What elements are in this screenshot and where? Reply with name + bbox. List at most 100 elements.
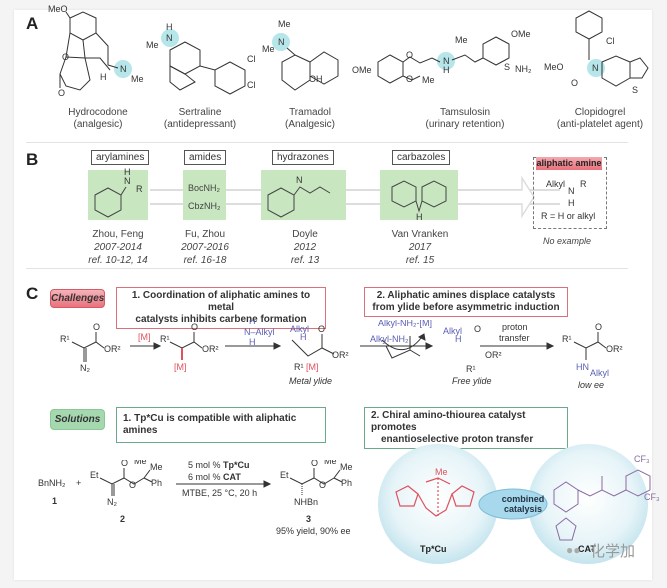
atom-label: Et	[280, 470, 289, 480]
divider-a-b	[26, 142, 628, 143]
sertraline-structure	[161, 29, 246, 95]
atom-label: Me	[455, 35, 468, 45]
class-tag-hydrazones: hydrazones	[272, 150, 334, 165]
panel-a-label: A	[26, 14, 39, 33]
divider-b-c	[26, 268, 628, 269]
atom-label: O	[311, 460, 318, 468]
ref-authors: Doyle	[292, 229, 318, 240]
drug-use: (anti-platelet agent)	[556, 119, 644, 130]
atom-label: H	[455, 334, 462, 344]
drug-use: (Analgesic)	[284, 119, 336, 130]
atom-label: H	[249, 337, 256, 347]
atom-label: Cl	[247, 80, 256, 90]
atom-label: N	[296, 175, 303, 185]
atom-label: MeO	[48, 4, 68, 14]
atom-label: Me	[340, 462, 353, 472]
drug-name: Hydrocodone	[68, 107, 128, 118]
drug-caption-hydrocodone: Hydrocodone (analgesic)	[58, 107, 138, 131]
atom-label: NH₂	[515, 64, 532, 74]
atom-label: O	[571, 78, 578, 88]
carbazole-ring-right	[421, 180, 447, 208]
ref-hydrazones: Doyle 2012 ref. 13	[275, 228, 335, 267]
panel-b-structures: N H R N H	[94, 167, 447, 222]
reagent-bocnh2: BocNH₂	[188, 183, 221, 193]
r-definition: R = H or alkyl	[541, 211, 596, 221]
atom-label: R¹	[160, 334, 170, 344]
atom-label: MeO	[544, 62, 564, 72]
clopidogrel-structure	[575, 10, 649, 87]
model-reaction: BnNH₂ 1 + Et O O Me Me Ph N₂ 2 5 mol % T…	[38, 460, 353, 536]
metal-ylide-label: Metal ylide	[289, 376, 332, 386]
atom-label: Me	[146, 40, 159, 50]
catalyst-illustration: Me CF₃ CF₃	[378, 444, 660, 564]
panel-c-label: C	[26, 284, 39, 303]
atom-label: Me	[422, 75, 435, 85]
arylamine-ring	[94, 187, 122, 218]
reagent-1: BnNH₂	[38, 478, 66, 488]
solution-2-box: 2. Chiral amino-thiourea catalyst promot…	[364, 407, 568, 449]
atom-label: O	[129, 480, 136, 490]
solution-2-line: enantioselective proton transfer	[381, 434, 534, 445]
atom-label: O	[318, 324, 325, 334]
atom-label: OMe	[511, 29, 531, 39]
atom-label: S	[504, 62, 510, 72]
free-ylide-label: Free ylide	[452, 376, 492, 386]
solution-1-line: 1. Tp*Cu is compatible with aliphatic am…	[123, 413, 297, 436]
catalyst-cat-label: CAT	[223, 472, 241, 482]
atom-label: H	[416, 212, 423, 222]
cat-label: CAT	[578, 544, 596, 554]
drug-caption-tamsulosin: Tamsulosin (urinary retention)	[415, 107, 515, 131]
atom-label: Me	[278, 19, 291, 29]
challenge-1-line: 1. Coordination of aliphatic amines to m…	[131, 290, 311, 313]
ref-authors: Fu, Zhou	[184, 229, 226, 240]
ref-number: ref. 15	[405, 255, 435, 266]
atom-label: H	[249, 320, 256, 326]
atom-label: Ph	[341, 478, 352, 488]
drug-use: (antidepressant)	[163, 119, 237, 130]
amine-reagent: N–Alkyl	[244, 327, 275, 337]
atom-label: OH	[309, 74, 323, 84]
reagent-cbznh2: CbzNH₂	[188, 201, 221, 211]
ref-number: ref. 13	[290, 255, 320, 266]
hydrazone-box	[261, 170, 346, 220]
ref-authors: Zhou, Feng	[92, 229, 144, 240]
ref-years: 2007-2016	[181, 242, 229, 253]
ref-carbazoles: Van Vranken 2017 ref. 15	[385, 228, 455, 267]
combined-line: combined	[501, 494, 545, 504]
ref-amides: Fu, Zhou 2007-2016 ref. 16-18	[170, 228, 240, 267]
hydrocodone-structure	[59, 11, 132, 91]
watermark-text: 化学加	[590, 543, 636, 560]
hydrazone-ring	[267, 187, 295, 218]
atom-label: OMe	[352, 65, 372, 75]
metal-label: [M]	[138, 332, 151, 342]
atom-label: H	[300, 332, 307, 342]
atom-label: Me	[150, 462, 163, 472]
atom-label: OR²	[104, 344, 121, 354]
atom-label: R¹	[294, 362, 304, 372]
atom-label: H	[443, 65, 450, 75]
atom-label: Alkyl	[443, 326, 462, 336]
ref-number: ref. 16-18	[183, 255, 227, 266]
atom-label: Et	[90, 470, 99, 480]
class-tag-carbazoles: carbazoles	[392, 150, 451, 165]
challenge-2-line: 2. Aliphatic amines displace catalysts	[376, 290, 556, 301]
combined-line: catalysis	[503, 504, 543, 514]
metal-label: [M]	[174, 362, 187, 372]
atom-label: R¹	[466, 364, 476, 374]
drug-name: Clopidogrel	[574, 107, 626, 118]
svg-text:6 mol % CAT: 6 mol % CAT	[188, 472, 241, 482]
drug-caption-sertraline: Sertraline (antidepressant)	[155, 107, 245, 131]
atom-label: O	[191, 322, 198, 332]
plus-sign: +	[76, 478, 81, 488]
atom-label: N	[592, 63, 599, 73]
challenge-2-box: 2. Aliphatic amines displace catalysts f…	[364, 287, 568, 317]
atom-label: Cl	[606, 36, 615, 46]
amine-reagent: Alkyl-NH₂	[370, 334, 409, 344]
aliphatic-amine-tag: aliphatic amine	[536, 157, 602, 170]
atom-label: N	[124, 176, 131, 186]
challenge-scheme: R¹ O OR² N₂ [M] R¹ O OR² [M] H N–Alkyl H…	[60, 320, 623, 390]
metal-label: [M]	[306, 362, 319, 372]
atom-label: O	[406, 74, 413, 84]
atom-label: Me	[134, 460, 147, 466]
low-ee-label: low ee	[578, 380, 604, 390]
